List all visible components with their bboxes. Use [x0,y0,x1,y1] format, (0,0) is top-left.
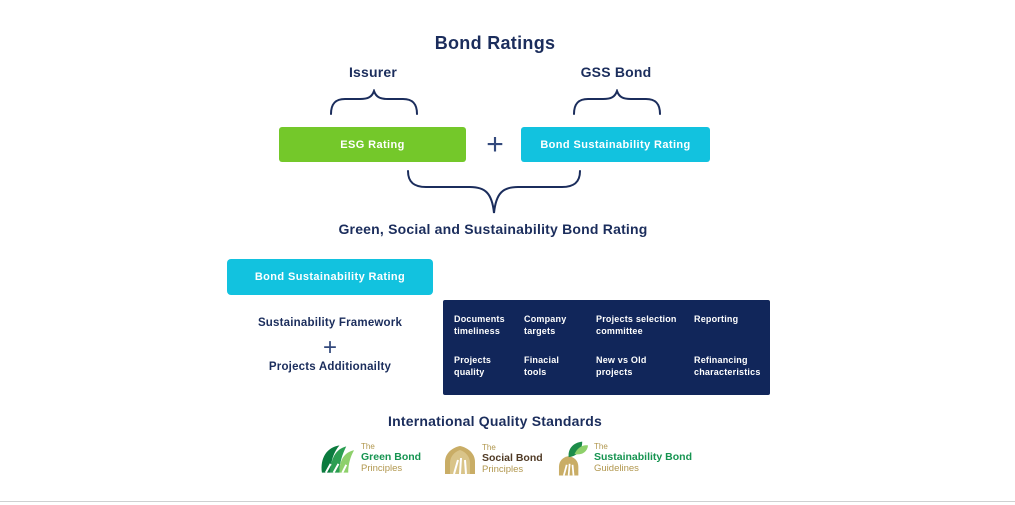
logo2-sub: Principles [482,463,524,475]
esg-rating-box: ESG Rating [279,127,466,162]
logo1-sub: Principles [361,462,403,474]
page-title: Bond Ratings [434,33,556,53]
logo3-sub: Guidelines [594,463,639,475]
social-bond-arch-icon [443,445,477,475]
social-bond-principles-logo: The Social Bond Principles [443,443,543,475]
esg-rating-box-label: ESG Rating [340,138,405,151]
bond-sustainability-rating-box-2-label: Bond Sustainability Rating [254,271,406,283]
bond-sustainability-rating-box: Bond Sustainability Rating [521,127,710,162]
logo3-the: The [594,442,608,452]
plus-sign-small: + [322,334,337,361]
logo1-name: Green Bond [361,450,422,463]
green-bond-leaf-icon [319,444,356,474]
sustainability-bond-leaf-arch-icon [558,441,589,477]
combined-rating-label: Green, Social and Sustainability Bond Ra… [338,221,648,237]
logo3-name: Sustainability Bond [594,451,693,464]
bond-sustainability-rating-box-label: Bond Sustainability Rating [540,138,691,151]
logo2-the: The [482,443,496,452]
issuer-brace-icon [330,89,418,115]
combined-brace-icon [407,170,581,215]
green-bond-principles-logo: The Green Bond Principles [319,442,422,474]
projects-additionality-label: Projects Additionailty [268,361,392,373]
bottom-divider [0,501,1015,502]
logo1-the: The [361,442,375,451]
sustainability-bond-guidelines-logo: The Sustainability Bond Guidelines [558,441,692,477]
gss-brace-icon [573,89,661,115]
gss-bond-label: GSS Bond [580,64,652,80]
bond-sustainability-rating-box-2: Bond Sustainability Rating [227,259,433,295]
issuer-label: Issurer [348,64,398,80]
sustainability-framework-label: Sustainability Framework [257,317,403,329]
standards-title: International Quality Standards [388,413,602,429]
factor-reporting: Reporting [694,314,739,324]
plus-sign: + [486,128,504,161]
logo2-name: Social Bond [482,451,543,464]
